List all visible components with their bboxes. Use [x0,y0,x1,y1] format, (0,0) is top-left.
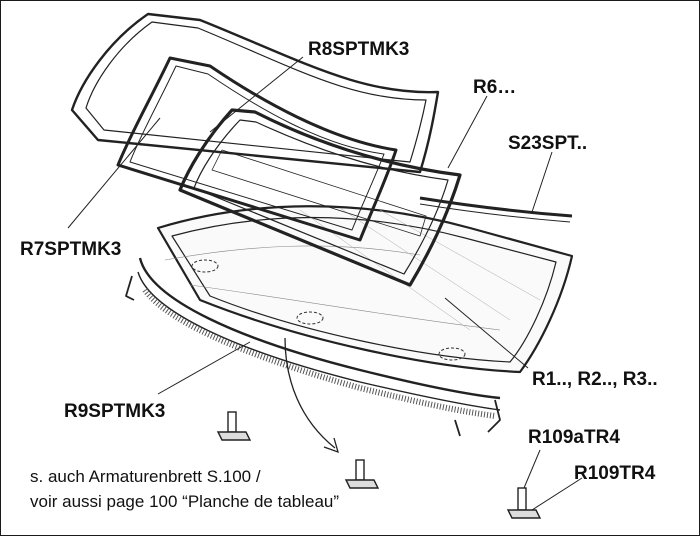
lower-dashboard-rail [125,257,501,437]
part-label-s23spt: S23SPT.. [508,133,588,154]
leader-line-r6 [447,95,488,169]
reference-arrow [284,337,339,454]
part-label-r9sptmk3: R9SPTMK3 [64,401,166,422]
leader-line-r9 [157,341,251,395]
mounting-point-marker-center [296,311,324,325]
frame-seal [116,56,398,242]
upper-windscreen-frame [70,12,440,174]
leader-line-r109a [523,449,541,489]
part-label-r7sptmk3: R7SPTMK3 [20,239,122,260]
part-label-r6: R6… [473,77,517,98]
inner-rubber-surround [178,108,462,287]
part-label-r8sptmk3: R8SPTMK3 [308,39,410,60]
reference-note-line-2: voir aussi page 100 “Planche de tableau” [30,492,340,511]
top-trim-strip [419,196,573,223]
leader-line-r8 [209,56,304,133]
leader-lines [67,56,583,511]
mounting-bolt-3 [506,487,542,519]
part-label-r109tr4: R109TR4 [574,463,656,484]
mounting-point-marker-left [191,259,219,273]
leader-line-s23 [531,151,553,213]
mounting-bolt-2 [344,459,380,489]
part-label-r109atr4: R109aTR4 [528,427,620,448]
leader-line-r109 [531,477,583,511]
mounting-bolt-1 [216,411,252,441]
mounting-point-marker-right [438,347,466,361]
leader-line-r7 [67,117,161,229]
mounting-point-markers [191,259,466,361]
part-label-r1-r2-r3: R1.., R2.., R3.. [532,369,658,390]
reference-note-line-1: s. auch Armaturenbrett S.100 / [30,467,261,486]
leader-line-r1 [444,297,529,369]
windscreen-glass [156,205,574,374]
